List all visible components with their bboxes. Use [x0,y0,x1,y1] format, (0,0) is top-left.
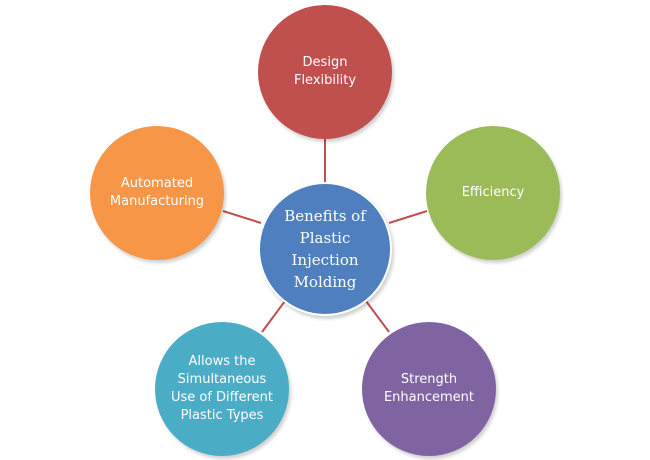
connector-strength [365,300,390,333]
node-design-flexibility: Design Flexibility [258,5,392,139]
node-automated-manufacturing: Automated Manufacturing [90,126,224,260]
node-design-flexibility-label: Design Flexibility [293,55,357,88]
node-automated-manufacturing-label: Automated Manufacturing [109,176,205,209]
center-node-label: Benefits of Plastic Injection Molding [284,207,366,291]
connector-automated [222,210,262,224]
connector-allows [261,300,286,333]
connector-efficiency [388,210,428,224]
node-strength-enhancement-label: Strength Enhancement [383,372,475,405]
node-different-plastic-types: Allows the Simultaneous Use of Different… [155,322,289,456]
node-efficiency-label: Efficiency [461,185,525,200]
node-different-plastic-types-label: Allows the Simultaneous Use of Different… [170,354,274,423]
node-efficiency: Efficiency [426,126,560,260]
node-strength-enhancement: Strength Enhancement [362,322,496,456]
center-node: Benefits of Plastic Injection Molding [258,182,392,316]
